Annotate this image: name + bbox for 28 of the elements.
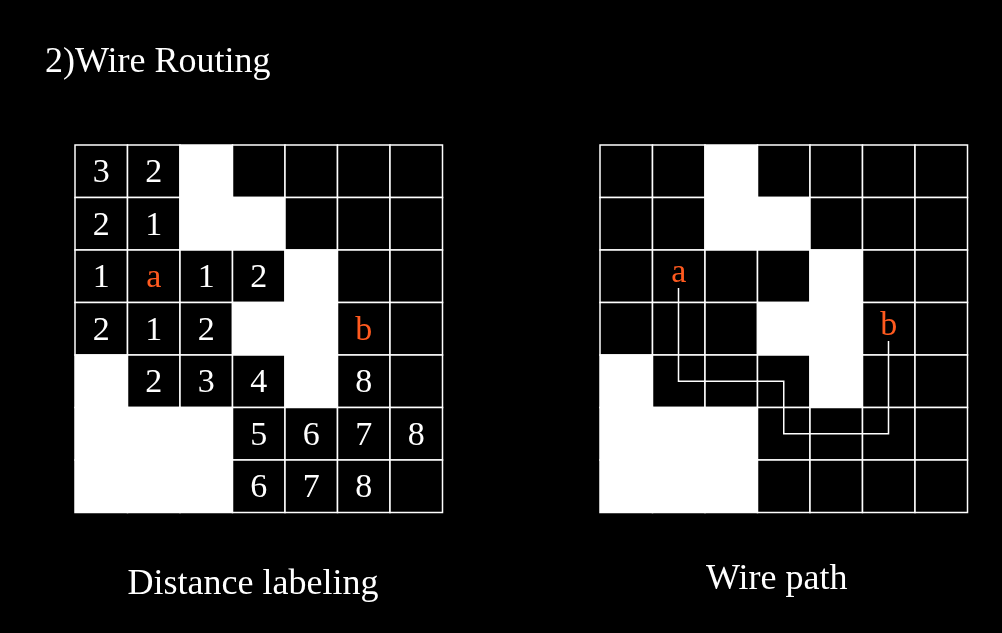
distance-number: 2 — [250, 259, 268, 294]
distance-number: 3 — [92, 154, 110, 189]
distance-number: 5 — [250, 416, 268, 451]
distance-number: 8 — [407, 416, 425, 451]
terminal-label: a — [146, 259, 162, 294]
distance-number: 1 — [145, 206, 163, 241]
caption: Distance labeling — [127, 564, 379, 600]
distance-number: 2 — [145, 154, 163, 189]
distance-number: 1 — [145, 311, 163, 346]
terminal-label: b — [355, 311, 373, 346]
distance-number: 2 — [92, 311, 110, 346]
distance-number: 6 — [302, 416, 320, 451]
title: 2)Wire Routing — [45, 42, 271, 78]
distance-number: 1 — [197, 259, 215, 294]
distance-number: 7 — [355, 416, 373, 451]
distance-number: 7 — [302, 469, 320, 504]
distance-number: 2 — [197, 311, 215, 346]
distance-number: 3 — [197, 364, 215, 399]
caption: Wire path — [706, 559, 848, 595]
distance-number: 4 — [250, 364, 268, 399]
distance-number: 8 — [355, 364, 373, 399]
distance-number: 8 — [355, 469, 373, 504]
distance-number: 2 — [92, 206, 110, 241]
distance-number: 6 — [250, 469, 268, 504]
distance-number: 2 — [145, 364, 163, 399]
terminal-label: a — [671, 254, 687, 288]
distance-number: 1 — [92, 259, 110, 294]
wire-path — [677, 287, 890, 435]
